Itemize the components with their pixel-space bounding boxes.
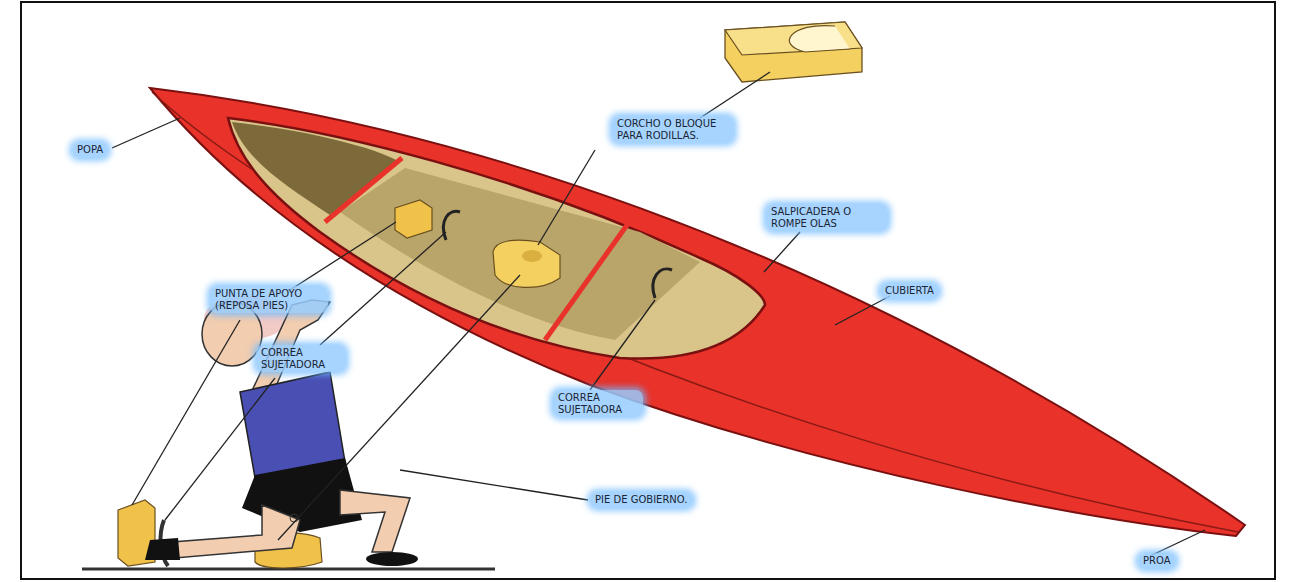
part-label: CORREA SUJETADORA: [256, 345, 346, 372]
leader-line: [590, 300, 655, 390]
cork-detail: [725, 22, 862, 82]
knee-mark: [290, 514, 298, 522]
frame: [21, 2, 1275, 579]
part-label: PROA: [1138, 553, 1176, 569]
cockpit-floor: [340, 168, 700, 340]
cork-top: [725, 22, 862, 55]
shoe: [145, 538, 180, 560]
rear-leg: [172, 505, 300, 558]
canoe-hull: [150, 88, 1245, 536]
foot-rest: [395, 200, 432, 238]
part-label: CUBIERTA: [880, 283, 939, 299]
leader-line: [538, 150, 595, 245]
part-label: POPA: [72, 142, 108, 158]
leader-line: [320, 232, 446, 345]
cork-notch: [789, 26, 850, 52]
leader-line: [764, 232, 800, 272]
leader-line: [132, 320, 240, 505]
leader-line: [835, 296, 890, 325]
leader-line: [290, 222, 396, 290]
front-leg: [340, 490, 410, 552]
strap: [653, 269, 672, 298]
knee-hole: [522, 250, 542, 262]
hull-chine: [152, 92, 1238, 532]
shoe: [366, 552, 418, 566]
part-label: CORCHO O BLOQUE PARA RODILLAS.: [612, 116, 734, 143]
part-label: PUNTA DE APOYO (REPOSA PIES): [210, 286, 328, 313]
strap: [443, 211, 460, 240]
crossbar: [325, 158, 402, 222]
part-label: SALPICADERA O ROMPE OLAS: [766, 204, 888, 231]
leader-line: [165, 378, 275, 520]
leader-line: [700, 72, 770, 118]
knee-block: [493, 240, 560, 287]
leader-line: [400, 470, 588, 500]
leader-line: [278, 275, 520, 540]
part-label: CORREA SUJETADORA: [553, 390, 643, 417]
leader-line: [112, 118, 180, 148]
part-label: PIE DE GOBIERNO.: [590, 492, 693, 508]
